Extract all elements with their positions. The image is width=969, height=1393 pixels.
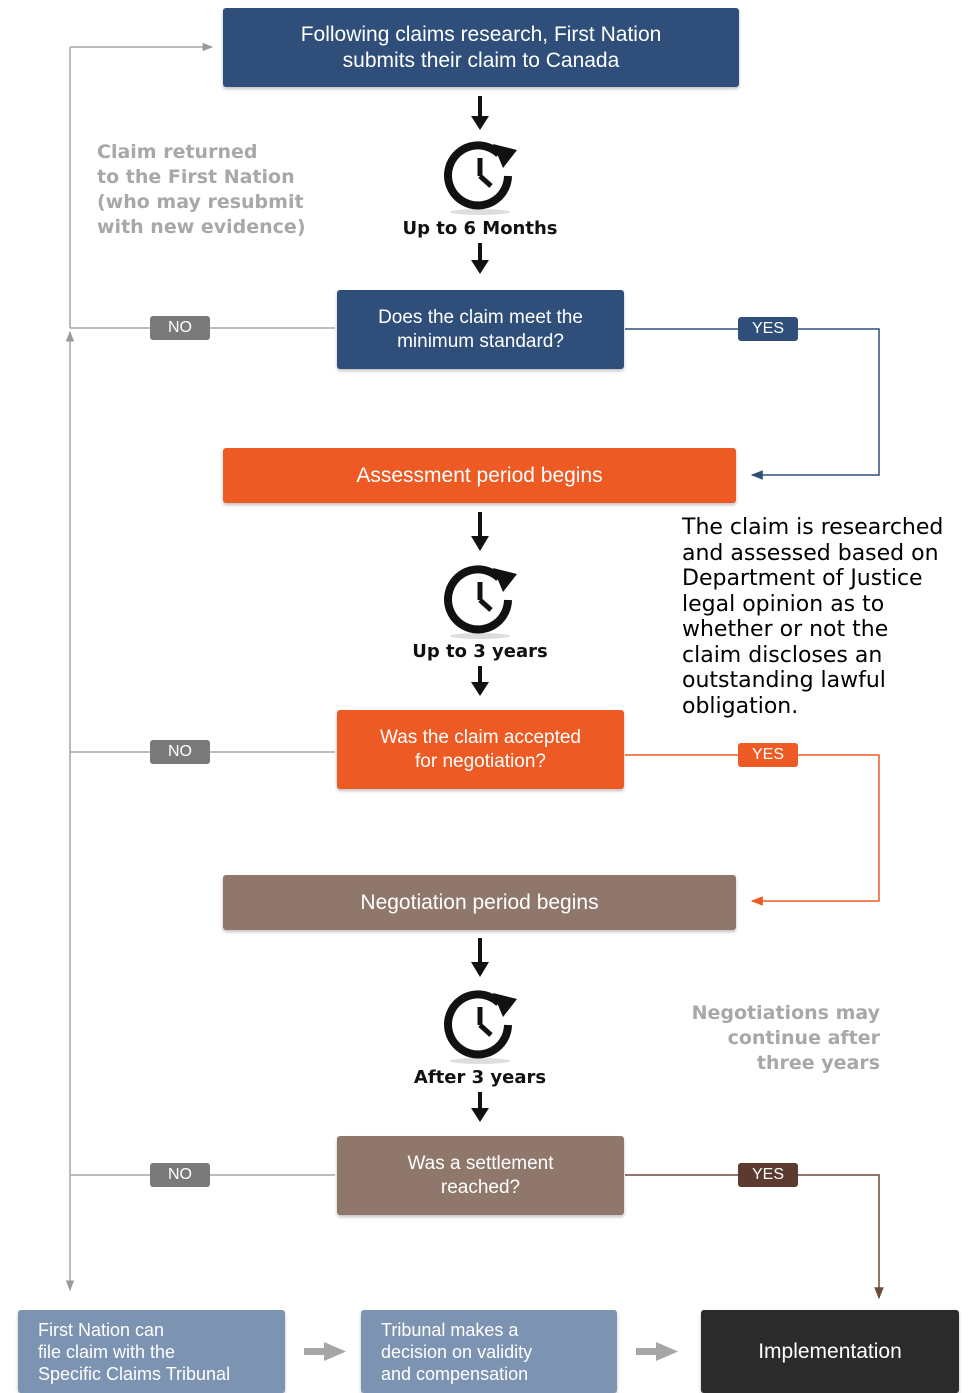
research-description-note: The claim is researched and assessed bas… — [682, 515, 944, 719]
down-arrows — [471, 96, 489, 1122]
yes-line-2 — [625, 754, 880, 906]
yes-line-1 — [625, 328, 880, 480]
yes-line-3 — [625, 1174, 884, 1300]
tribunal-arrow-2 — [636, 1342, 678, 1361]
no-tag: NO — [150, 740, 210, 764]
yes-tag: YES — [738, 743, 798, 767]
tribunal-file-box: First Nation can file claim with the Spe… — [18, 1310, 285, 1393]
timer-label-6-months: Up to 6 Months — [402, 218, 558, 239]
timer-label-3-years: Up to 3 years — [412, 641, 548, 662]
clock-icon — [444, 141, 517, 215]
timer-label-after-3-years: After 3 years — [413, 1067, 547, 1088]
no-tag: NO — [150, 1163, 210, 1187]
assessment-period-box: Assessment period begins — [223, 448, 736, 503]
accepted-for-negotiation-box: Was the claim accepted for negotiation? — [337, 710, 624, 789]
claim-returned-note: Claim returned to the First Nation (who … — [97, 141, 306, 238]
no-return-lines — [65, 42, 335, 1292]
negotiation-period-box: Negotiation period begins — [223, 875, 736, 930]
no-tag: NO — [150, 316, 210, 340]
minimum-standard-box: Does the claim meet the minimum standard… — [337, 290, 624, 369]
implementation-box: Implementation — [701, 1310, 959, 1393]
clock-icon — [444, 990, 517, 1064]
tribunal-decision-box: Tribunal makes a decision on validity an… — [361, 1310, 617, 1393]
clock-icon — [444, 565, 517, 639]
yes-tag: YES — [738, 1163, 798, 1187]
submit-claim-box: Following claims research, First Nation … — [223, 8, 739, 87]
settlement-reached-box: Was a settlement reached? — [337, 1136, 624, 1215]
yes-tag: YES — [738, 317, 798, 341]
tribunal-arrow-1 — [304, 1342, 346, 1361]
negotiations-continue-note: Negotiations may continue after three ye… — [691, 1002, 880, 1074]
